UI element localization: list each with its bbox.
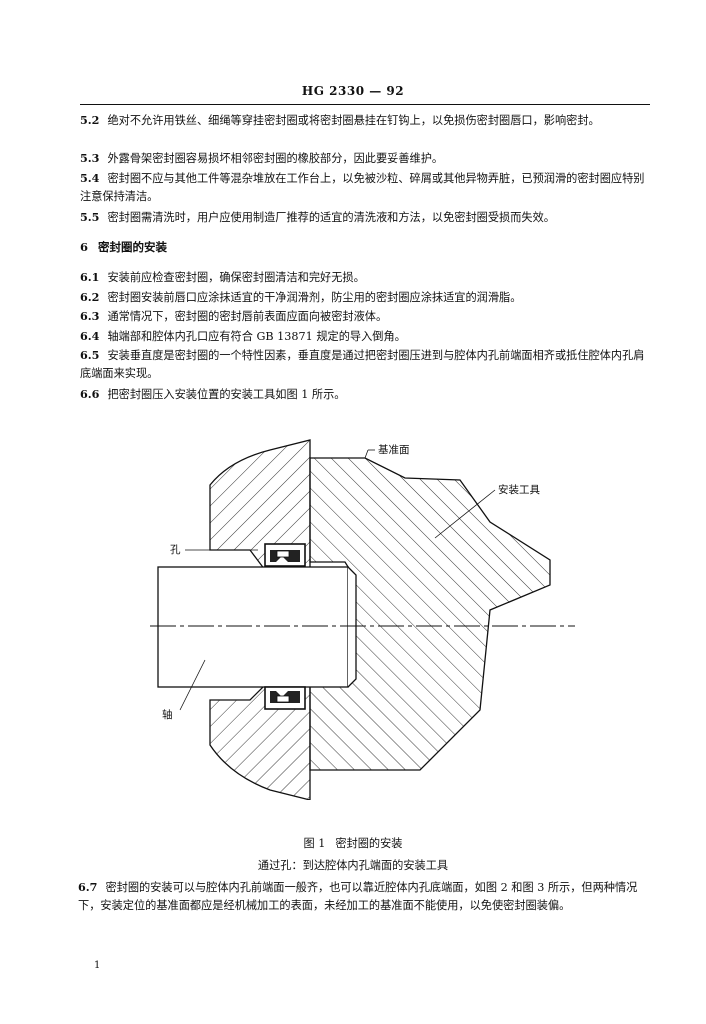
paragraph-text: 密封圈需清洗时，用户应使用制造厂推荐的适宜的清洗液和方法，以免密封圈受损而失效。: [107, 211, 555, 224]
label-shaft: 轴: [162, 709, 173, 721]
section-number: 6: [80, 240, 89, 254]
paragraph-number: 6.2: [80, 290, 100, 304]
paragraph-text: 把密封圈压入安装位置的安装工具如图 1 所示。: [107, 388, 346, 401]
paragraph-text: 轴端部和腔体内孔口应有符合 GB 13871 规定的导入倒角。: [107, 330, 406, 343]
figure-caption: 图 1 密封圈的安装: [0, 836, 706, 852]
paragraph-text: 绝对不允许用铁丝、细绳等穿挂密封圈或将密封圈悬挂在钉钩上，以免损伤密封圈唇口，影…: [107, 114, 600, 127]
paragraph-5-3: 5.3 外露骨架密封圈容易损坏相邻密封圈的橡胶部分，因此要妥善维护。: [80, 149, 650, 168]
label-installation-tool: 安装工具: [498, 484, 540, 496]
paragraph-5-2: 5.2 绝对不允许用铁丝、细绳等穿挂密封圈或将密封圈悬挂在钉钩上，以免损伤密封圈唇…: [80, 111, 650, 130]
page-header: HG 2330 — 92: [301, 84, 405, 98]
paragraph-6-2: 6.2 密封圈安装前唇口应涂抹适宜的干净润滑剂，防尘用的密封圈应涂抹适宜的润滑脂。: [80, 288, 650, 307]
paragraph-6-4: 6.4 轴端部和腔体内孔口应有符合 GB 13871 规定的导入倒角。: [80, 327, 650, 346]
paragraph-text: 密封圈的安装可以与腔体内孔前端面一般齐，也可以靠近腔体内孔底端面，如图 2 和图…: [78, 881, 638, 912]
figure-1-seal-installation: 基准面 安装工具 孔 轴: [150, 430, 590, 801]
paragraph-number: 5.3: [80, 151, 100, 165]
paragraph-text: 密封圈安装前唇口应涂抹适宜的干净润滑剂，防尘用的密封圈应涂抹适宜的润滑脂。: [107, 291, 522, 304]
section-heading-6: 6 密封圈的安装: [80, 238, 650, 256]
paragraph-number: 5.4: [80, 171, 100, 185]
paragraph-text: 通常情况下，密封圈的密封唇前表面应面向被密封液体。: [107, 310, 388, 323]
paragraph-number: 6.7: [78, 880, 98, 894]
paragraph-5-5: 5.5 密封圈需清洗时，用户应使用制造厂推荐的适宜的清洗液和方法，以免密封圈受损而…: [80, 208, 650, 227]
paragraph-6-6: 6.6 把密封圈压入安装位置的安装工具如图 1 所示。: [80, 385, 650, 404]
paragraph-number: 6.4: [80, 329, 100, 343]
label-datum-face: 基准面: [378, 444, 410, 456]
paragraph-number: 6.1: [80, 270, 100, 284]
paragraph-6-3: 6.3 通常情况下，密封圈的密封唇前表面应面向被密封液体。: [80, 307, 650, 326]
paragraph-number: 5.2: [80, 113, 100, 127]
paragraph-text: 安装前应检查密封圈，确保密封圈清洁和完好无损。: [107, 271, 365, 284]
margin-mark: 1: [94, 960, 101, 971]
paragraph-number: 6.3: [80, 309, 100, 323]
paragraph-number: 6.5: [80, 348, 100, 362]
shaft-chamfer: [347, 566, 357, 688]
paragraph-text: 安装垂直度是密封圈的一个特性因素，垂直度是通过把密封圈压进到与腔体内孔前端面相齐…: [80, 349, 645, 380]
header-rule: [80, 104, 650, 105]
figure-subcaption: 通过孔：到达腔体内孔端面的安装工具: [257, 859, 449, 872]
paragraph-number: 5.5: [80, 210, 100, 224]
shaft: [157, 566, 349, 688]
seal-lower: [264, 686, 306, 710]
paragraph-number: 6.6: [80, 387, 100, 401]
figure-number: 图 1: [303, 837, 326, 850]
figure-drawing: [150, 439, 575, 801]
paragraph-text: 外露骨架密封圈容易损坏相邻密封圈的橡胶部分，因此要妥善维护。: [107, 152, 444, 165]
paragraph-text: 密封圈不应与其他工件等混杂堆放在工作台上，以免被沙粒、碎屑或其他异物弄脏，已预润…: [80, 172, 645, 203]
paragraph-6-1: 6.1 安装前应检查密封圈，确保密封圈清洁和完好无损。: [80, 268, 650, 287]
label-bore: 孔: [170, 544, 181, 556]
section-title: 密封圈的安装: [98, 240, 168, 254]
seal-upper: [264, 543, 306, 567]
figure-title: 密封圈的安装: [335, 837, 403, 850]
